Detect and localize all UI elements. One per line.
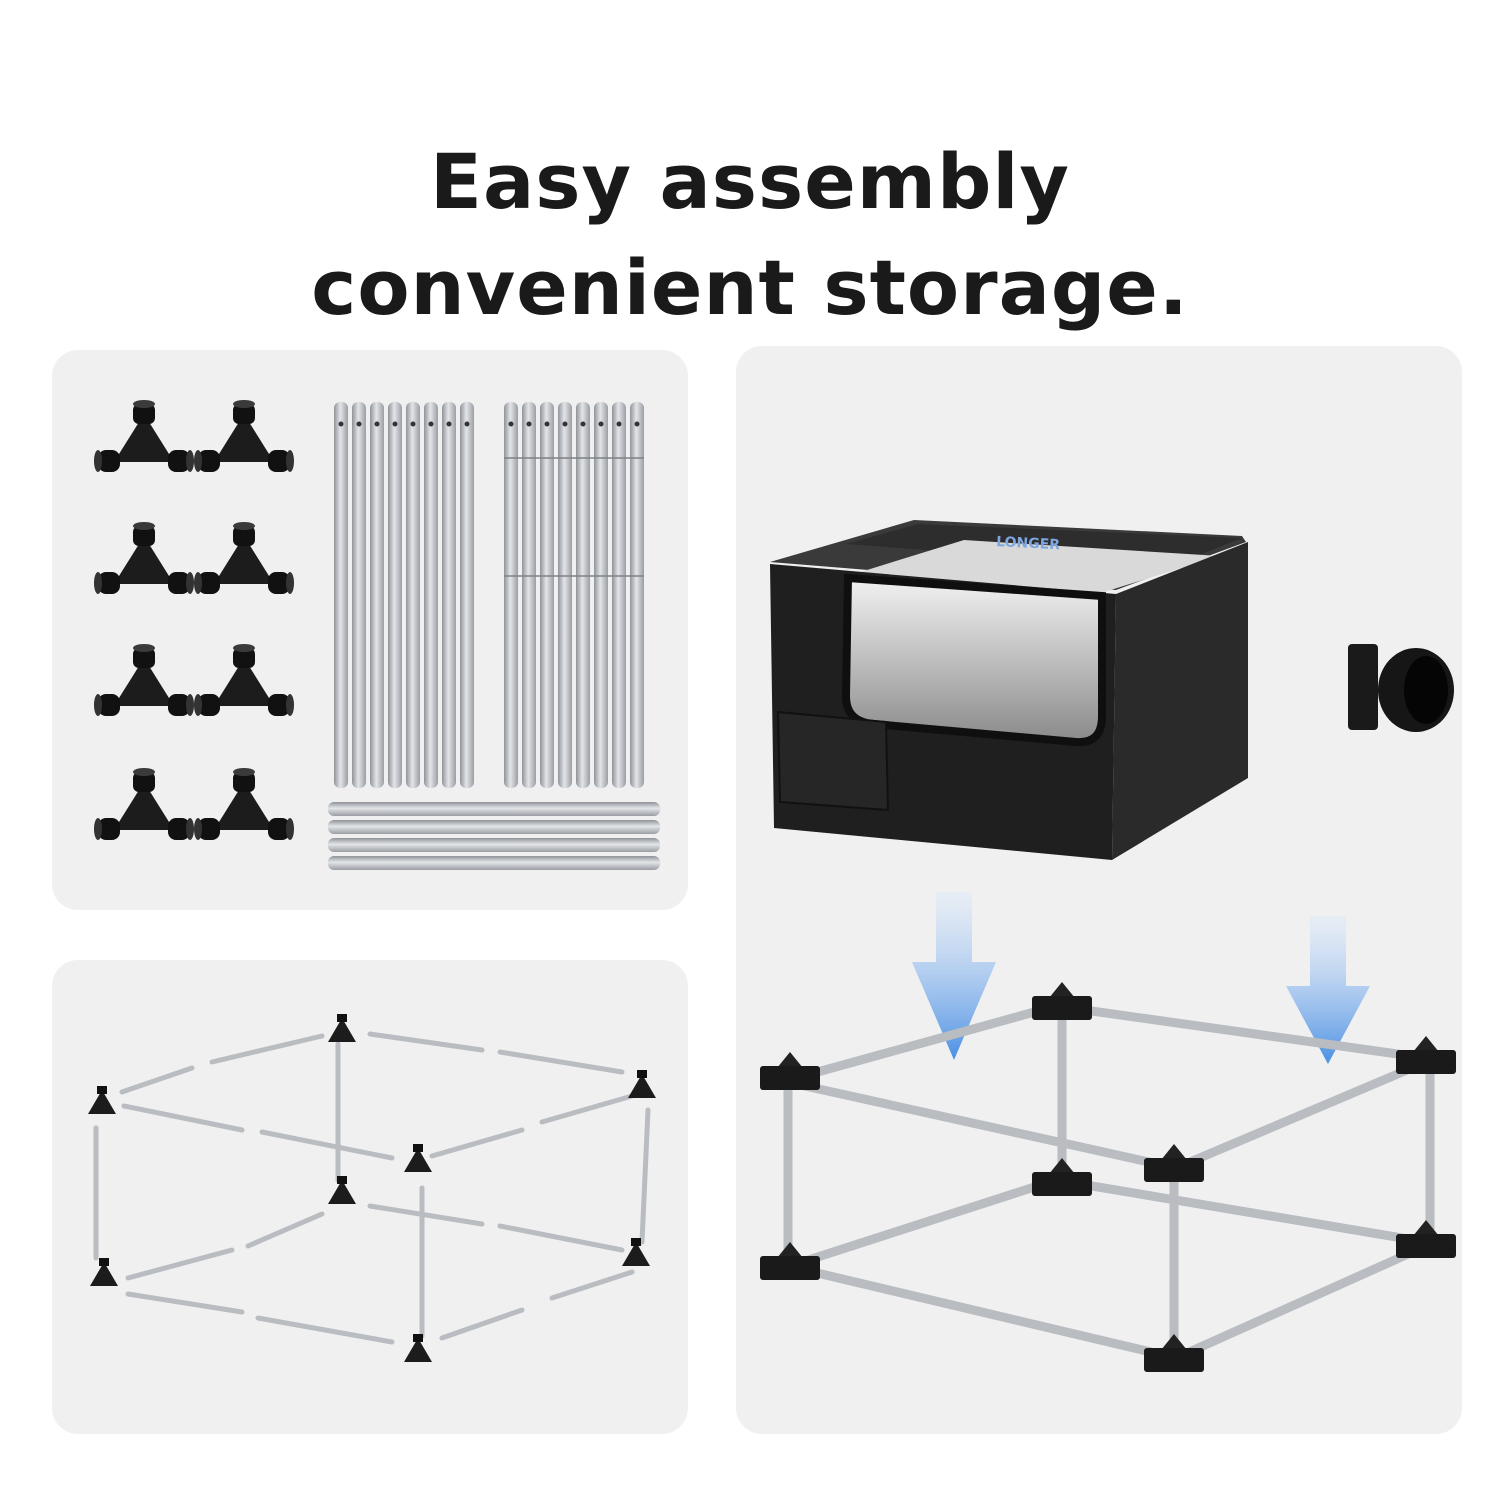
aluminum-rod-icon: [783, 1001, 1435, 1363]
page-headline: Easy assembly convenient storage.: [0, 129, 1500, 341]
parts-kit-illustration: [94, 400, 660, 870]
parts-kit-panel: [52, 350, 688, 910]
headline-line-1: Easy assembly: [430, 136, 1070, 226]
aluminum-rod-icon: [93, 1031, 651, 1345]
headline-line-2: convenient storage.: [311, 242, 1189, 332]
exploded-frame-illustration: [88, 1014, 656, 1362]
corner-connector-icon: [88, 1014, 656, 1362]
down-arrow-icon: [912, 892, 996, 1060]
assembly-panel: LONGER: [736, 346, 1462, 1434]
enclosure-brand-label: LONGER: [996, 534, 1061, 553]
exploded-frame-panel: [52, 960, 688, 1434]
corner-connector-icon: [94, 400, 294, 840]
corner-connector-icon: [760, 982, 1456, 1372]
aluminum-rod-icon: [504, 402, 644, 788]
assembly-illustration: LONGER: [760, 520, 1456, 1372]
laser-enclosure: LONGER: [770, 520, 1454, 860]
aluminum-rod-icon: [334, 402, 474, 788]
down-arrow-icon: [1286, 916, 1370, 1064]
aluminum-rod-icon: [328, 802, 660, 870]
